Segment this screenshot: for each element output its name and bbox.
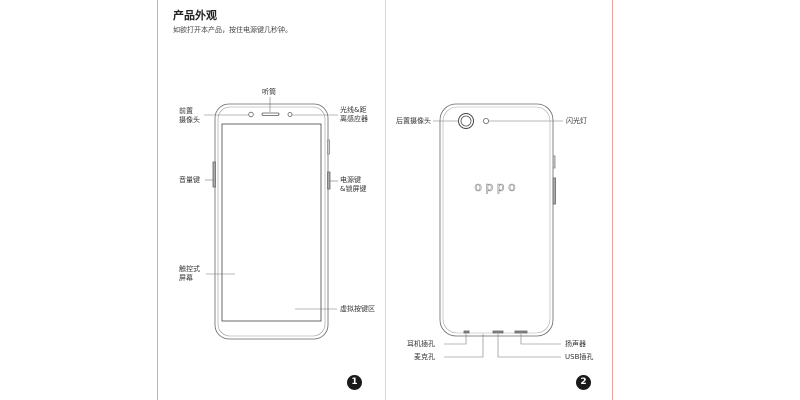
- light-sensor-dot: [287, 112, 293, 117]
- left-edge-line: [157, 0, 158, 400]
- back-phone-diagram: [439, 103, 556, 337]
- power-key-shape: [327, 171, 331, 190]
- right-edge-line: [612, 0, 613, 400]
- label-speaker: 扬声器: [565, 340, 586, 348]
- label-front-camera-line1: 前置: [179, 107, 193, 115]
- label-earpiece: 听筒: [262, 88, 276, 96]
- label-front-camera: 前置 摄像头: [179, 107, 200, 125]
- speaker-grille-shape: [514, 330, 528, 334]
- label-touchscreen-line2: 屏幕: [179, 274, 193, 282]
- label-flash: 闪光灯: [566, 117, 587, 125]
- label-headphone-jack: 耳机插孔: [407, 340, 435, 348]
- back-side-key-top: [552, 155, 556, 169]
- label-light-sensor-line2: 离感应器: [340, 115, 368, 123]
- page-subtitle: 如欲打开本产品，按住电源键几秒钟。: [173, 26, 292, 34]
- label-touchscreen: 触控式 屏幕: [179, 265, 200, 283]
- front-phone-body: [214, 103, 329, 340]
- volume-key-shape: [212, 161, 216, 188]
- flash-shape: [482, 118, 489, 125]
- front-screen: [221, 123, 322, 322]
- side-key-top-shape: [327, 139, 330, 155]
- back-phone-body: [439, 103, 554, 337]
- headphone-jack-shape: [463, 330, 470, 334]
- page-number-right: 2: [576, 375, 591, 390]
- label-usb-port: USB插孔: [565, 353, 594, 361]
- label-front-camera-line2: 摄像头: [179, 116, 200, 124]
- front-phone-inner-body: [217, 106, 326, 337]
- front-camera-lens: [248, 111, 254, 118]
- label-light-sensor: 光线&距 离感应器: [340, 106, 368, 124]
- label-touchscreen-line1: 触控式: [179, 265, 200, 273]
- label-power-key-line1: 电源键: [340, 176, 361, 184]
- brand-logo-icon: oppo: [475, 179, 520, 194]
- label-power-key-line2: &锁屏键: [340, 185, 367, 193]
- page-title: 产品外观: [173, 9, 217, 22]
- front-phone-diagram: [212, 103, 331, 340]
- label-power-key: 电源键 &锁屏键: [340, 176, 366, 194]
- back-phone-inner-body: [442, 106, 551, 334]
- usb-port-shape: [492, 330, 504, 334]
- page-number-left: 1: [347, 375, 362, 390]
- earpiece-slot: [261, 112, 280, 116]
- back-side-key: [552, 177, 556, 205]
- rear-camera-inner: [460, 115, 472, 127]
- label-microphone: 麦克孔: [414, 353, 435, 361]
- label-virtual-keys: 虚拟按键区: [340, 305, 375, 313]
- label-light-sensor-line1: 光线&距: [340, 106, 367, 114]
- label-rear-camera: 后置摄像头: [396, 117, 431, 125]
- page-divider: [385, 0, 386, 400]
- label-volume-key: 音量键: [179, 176, 200, 184]
